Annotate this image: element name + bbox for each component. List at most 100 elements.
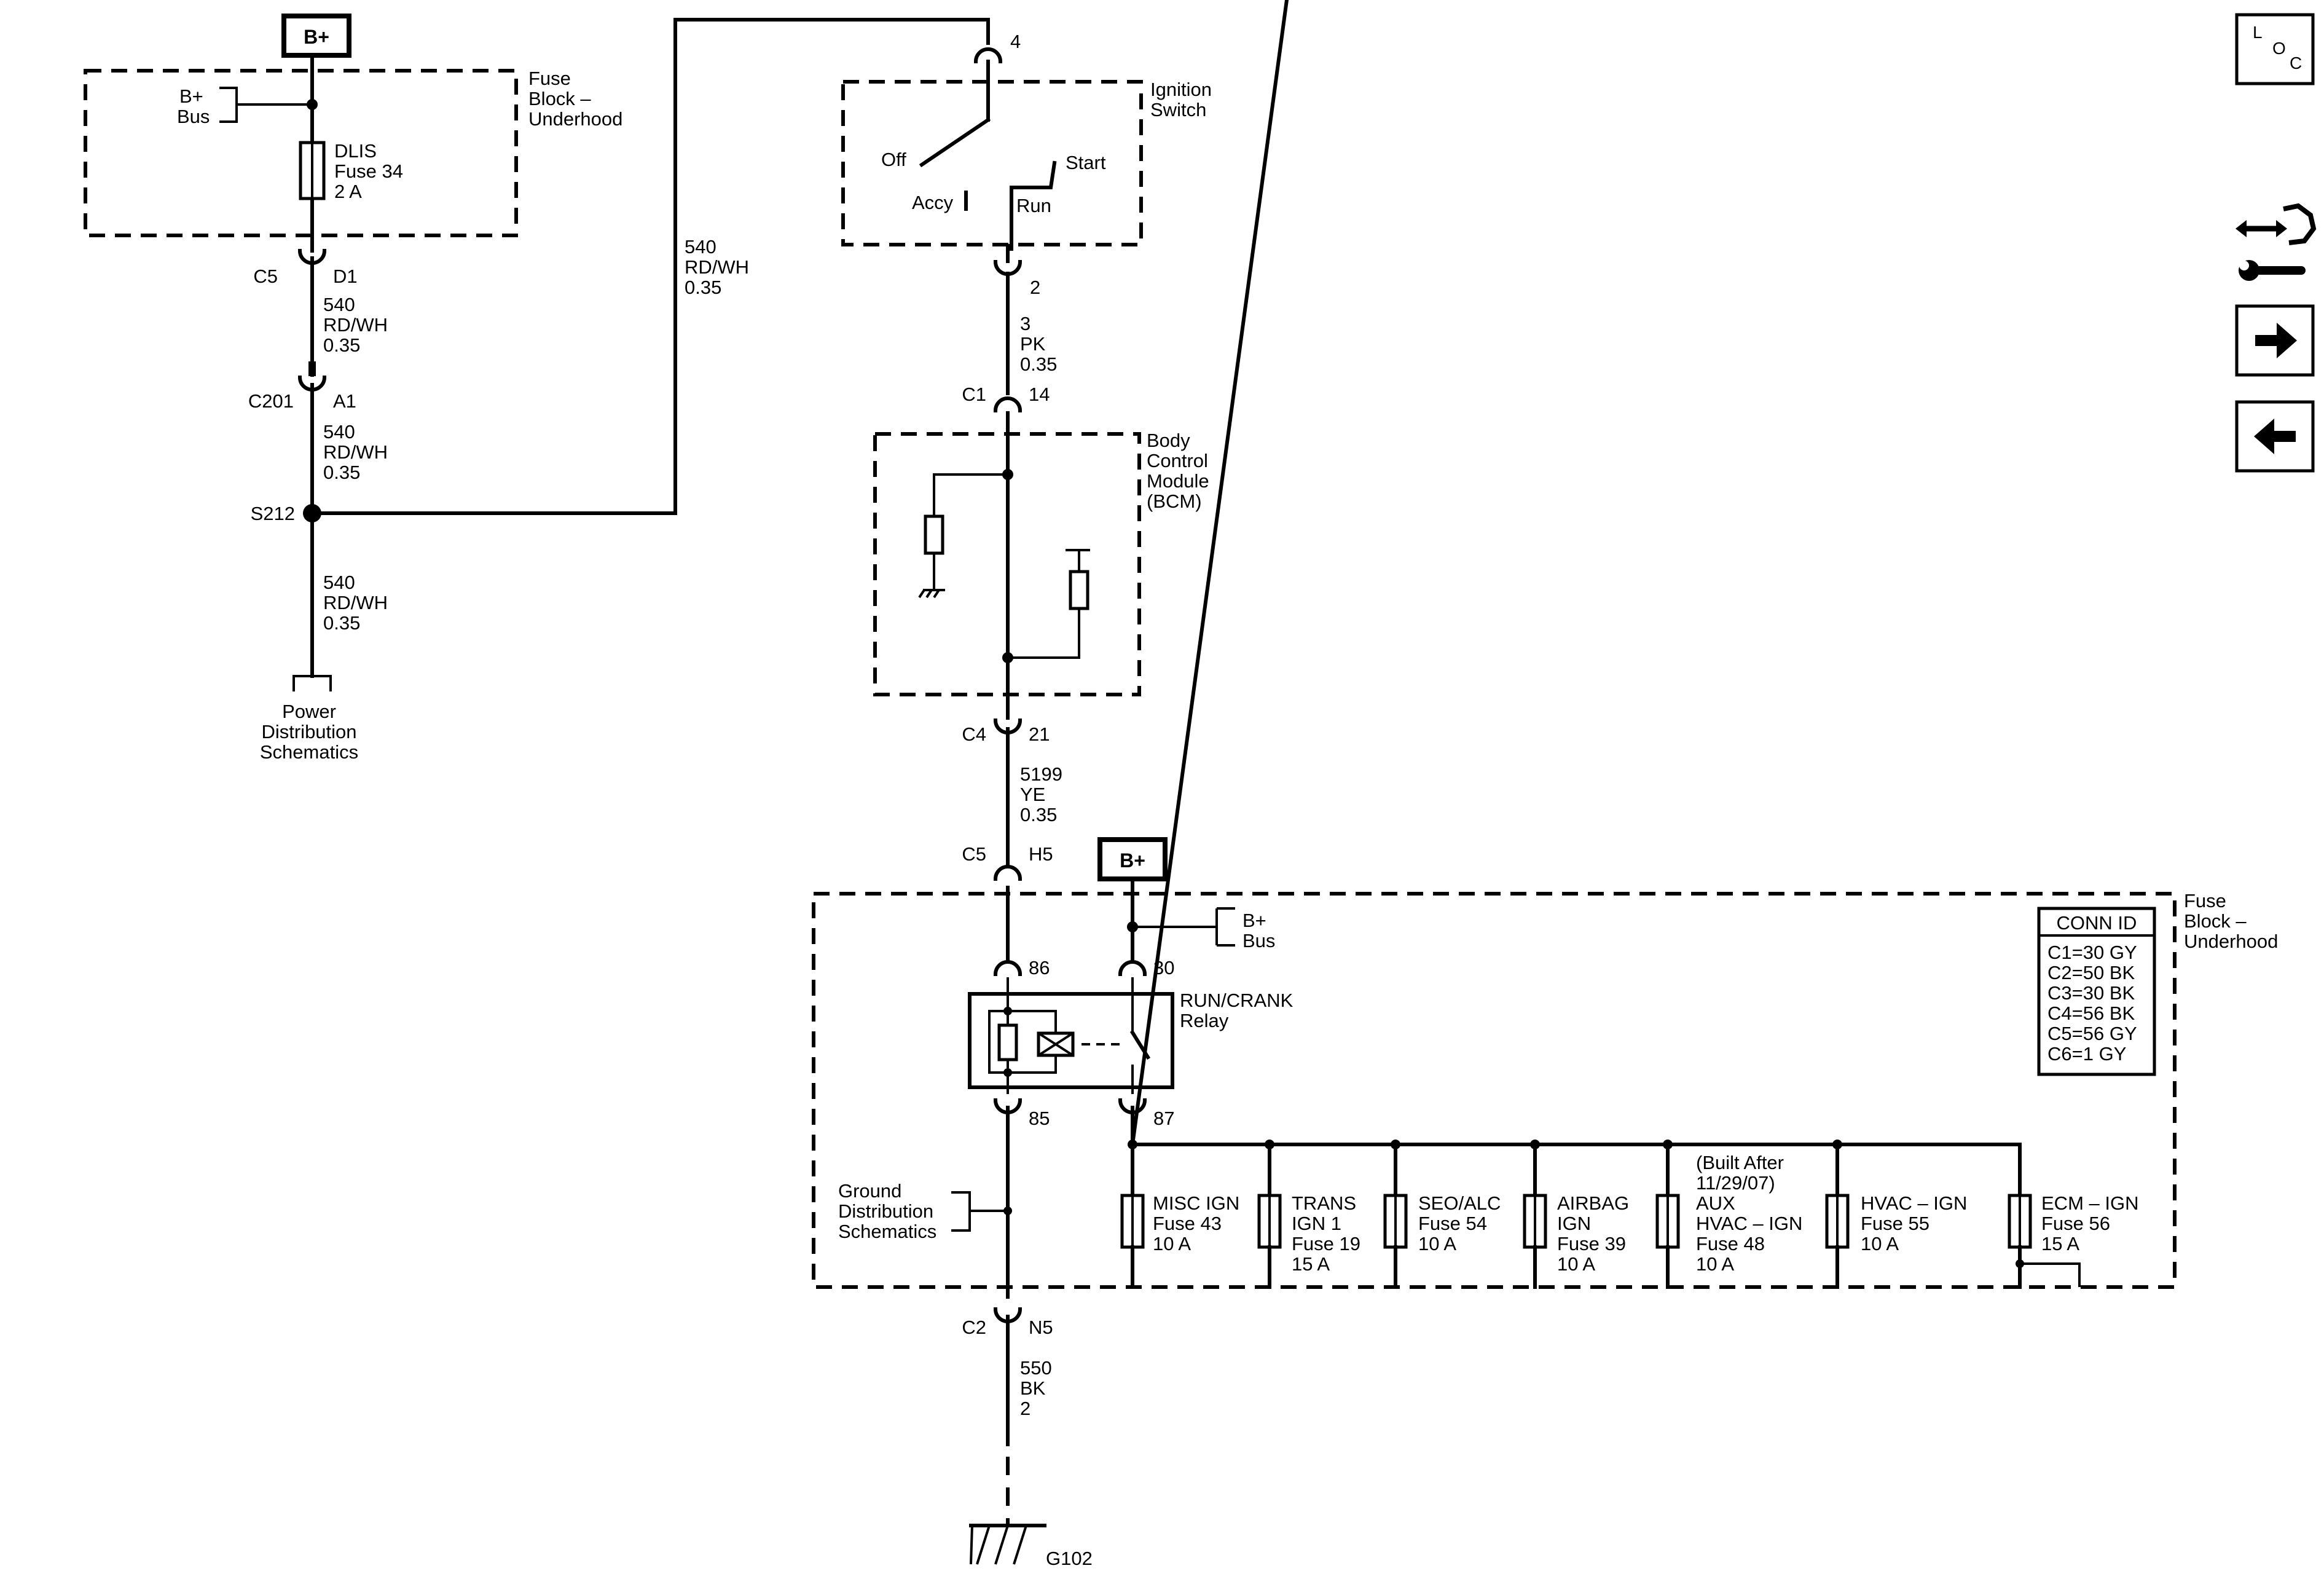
- component-locator-icon[interactable]: [2236, 203, 2317, 281]
- wire1-label-3: 0.35: [323, 334, 360, 356]
- dlis-fuse-label-3: 2 A: [334, 181, 362, 202]
- a1-label: A1: [333, 390, 356, 412]
- c5-top-label: C5: [253, 266, 278, 287]
- d1-label: D1: [333, 266, 358, 287]
- relay-label-1: RUN/CRANK: [1180, 990, 1294, 1011]
- fuse-5-label-6: 10 A: [1696, 1253, 1734, 1275]
- fuse-3-label-2: Fuse 54: [1418, 1213, 1487, 1234]
- fuse-column-6: HVAC – IGN Fuse 55 10 A: [1825, 1140, 1967, 1289]
- conn-id-c4: C4=56 BK: [2047, 1002, 2135, 1024]
- ignition-accy-label: Accy: [912, 192, 954, 213]
- fuse-column-3: SEO/ALC Fuse 54 10 A: [1383, 1140, 1501, 1289]
- wire1-label-1: 540: [323, 294, 355, 315]
- loc-button[interactable]: L O C: [2235, 13, 2315, 85]
- conn-id-c2: C2=50 BK: [2047, 962, 2135, 983]
- wire1-label-2: RD/WH: [323, 314, 388, 336]
- ignition-switch: 4 Ignition Switch Off Accy Start Run 2 3…: [841, 31, 1212, 395]
- fuse-7-label-3: 15 A: [2041, 1233, 2079, 1254]
- fuse-2-label-2: IGN 1: [1292, 1213, 1341, 1234]
- prev-page-button[interactable]: [2235, 400, 2315, 473]
- bcm-pin21-label: 21: [1029, 723, 1050, 745]
- fuse-2-label-3: Fuse 19: [1292, 1233, 1360, 1254]
- fuse-1-label-1: MISC IGN: [1153, 1192, 1239, 1214]
- bcm-wire-label-2: YE: [1020, 784, 1045, 805]
- fuse-column-2: TRANS IGN 1 Fuse 19 15 A: [1257, 1140, 1360, 1289]
- crossover-wire: 540 RD/WH 0.35: [310, 18, 990, 515]
- ignition-wire-label-2: PK: [1020, 333, 1046, 355]
- fuse-5-label-1: (Built After: [1696, 1152, 1784, 1173]
- top-fuse-block-title-3: Underhood: [528, 108, 622, 130]
- wire2-label-3: 0.35: [323, 462, 360, 483]
- loc-letter-c: C: [2290, 53, 2302, 73]
- next-page-button[interactable]: [2235, 304, 2315, 377]
- ignition-wire-label-3: 0.35: [1020, 353, 1057, 375]
- dlis-fuse-label-2: Fuse 34: [334, 160, 403, 182]
- conn-id-c5: C5=56 GY: [2047, 1023, 2137, 1044]
- bplus-tag: [281, 14, 351, 58]
- bcm-title-4: (BCM): [1147, 490, 1202, 512]
- pin85-label: 85: [1029, 1108, 1050, 1129]
- fuse-column-7: ECM – IGN Fuse 56 15 A: [2008, 1192, 2138, 1289]
- bcm-c4-label: C4: [962, 723, 986, 745]
- top-fuse-block-title-2: Block –: [528, 88, 591, 109]
- ground-wire-label-2: BK: [1020, 1377, 1046, 1399]
- lower-fuse-block-title-3: Underhood: [2184, 931, 2278, 952]
- wire2-label-2: RD/WH: [323, 441, 388, 463]
- top-bus-label-2: Bus: [177, 106, 210, 127]
- fuse-column-1: MISC IGN Fuse 43 10 A: [1120, 0, 1289, 1289]
- fuse-1-label-3: 10 A: [1153, 1233, 1191, 1254]
- arrow-right-icon: [2255, 323, 2297, 358]
- top-fuse-block-title-1: Fuse: [528, 68, 571, 89]
- lower-bplus-tag-label: B+: [1120, 849, 1145, 872]
- n5-label: N5: [1029, 1317, 1053, 1338]
- wire3-label-1: 540: [323, 572, 355, 593]
- fuse-5-label-5: Fuse 48: [1696, 1233, 1765, 1254]
- bcm-wire-label-1: 5199: [1020, 763, 1062, 785]
- wire3-label-3: 0.35: [323, 612, 360, 634]
- fuse-column-4: AIRBAG IGN Fuse 39 10 A: [1523, 1140, 1629, 1289]
- relay-label-2: Relay: [1180, 1010, 1229, 1031]
- fuse-5-label-2: 11/29/07): [1696, 1172, 1775, 1194]
- fuse-1-label-2: Fuse 43: [1153, 1213, 1222, 1234]
- conn-id-title: CONN ID: [2057, 912, 2137, 934]
- fuse-5-label-4: HVAC – IGN: [1696, 1213, 1802, 1234]
- ground-circuit: C2 N5 550 BK 2 G102: [962, 1307, 1093, 1569]
- ignition-start-label: Start: [1066, 152, 1106, 173]
- fuse-column-5: (Built After 11/29/07) AUX HVAC – IGN Fu…: [1655, 1140, 1802, 1289]
- lower-bus-label-1: B+: [1242, 910, 1266, 931]
- bcm-wire-label-3: 0.35: [1020, 804, 1057, 825]
- fuse-4-label-3: Fuse 39: [1557, 1233, 1626, 1254]
- c201-label: C201: [248, 390, 294, 412]
- ignition-off-label: Off: [881, 149, 906, 170]
- bcm-title-2: Control: [1147, 450, 1208, 471]
- conn-id-c1: C1=30 GY: [2047, 942, 2137, 963]
- fuse-7-label-2: Fuse 56: [2041, 1213, 2110, 1234]
- ground-dist-label-1: Ground: [838, 1180, 901, 1202]
- c5-lower-label: C5: [962, 843, 986, 865]
- loc-letter-l: L: [2253, 23, 2263, 42]
- left-circuit: C5 D1 540 RD/WH 0.35 C201 A1 540 RD/WH 0…: [248, 248, 388, 763]
- fuse-3-label-3: 10 A: [1418, 1233, 1456, 1254]
- arrow-left-icon: [2254, 419, 2296, 454]
- lower-fuse-block: Fuse Block – Underhood B+ B+ Bus 86 30 R…: [812, 0, 2278, 1299]
- conn-id-table: CONN ID C1=30 GY C2=50 BK C3=30 BK C4=56…: [2037, 907, 2156, 1076]
- fuse-6-label-3: 10 A: [1861, 1233, 1899, 1254]
- fuse-4-label-2: IGN: [1557, 1213, 1591, 1234]
- lower-fuse-block-title-1: Fuse: [2184, 890, 2226, 912]
- wire2-label-1: 540: [323, 421, 355, 443]
- body-control-module: C1 14 Body Control Module (BCM) C4 21 51…: [873, 384, 1209, 881]
- fuse-2-label-1: TRANS: [1292, 1192, 1356, 1214]
- pin86-label: 86: [1029, 957, 1050, 979]
- power-dist-label-2: Distribution: [261, 721, 356, 742]
- g102-label: G102: [1046, 1548, 1093, 1569]
- ground-dist-label-3: Schematics: [838, 1221, 936, 1242]
- power-dist-label-1: Power: [282, 701, 336, 722]
- ignition-title-2: Switch: [1150, 99, 1206, 120]
- h5-label: H5: [1029, 843, 1053, 865]
- wire3-label-2: RD/WH: [323, 592, 388, 613]
- relay-resistor: [997, 1023, 1018, 1061]
- power-dist-label-3: Schematics: [260, 741, 358, 763]
- crossover-wire-label-2: RD/WH: [685, 256, 749, 278]
- lower-fuse-block-title-2: Block –: [2184, 910, 2247, 932]
- bcm-resistor-2: [1069, 570, 1089, 610]
